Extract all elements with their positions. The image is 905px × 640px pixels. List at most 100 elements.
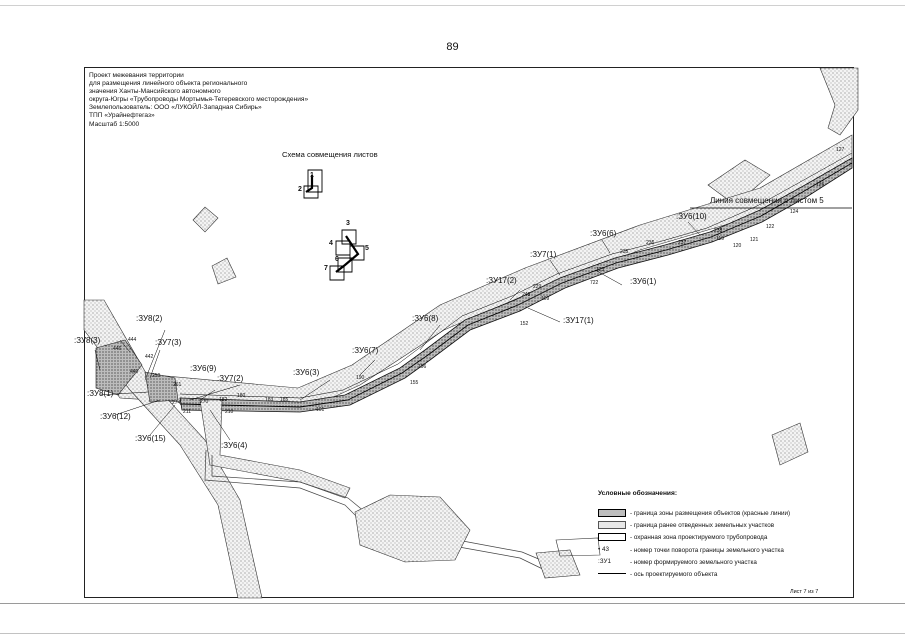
point-label: 120 (733, 243, 742, 249)
legend-item: - граница зоны размещения объектов (крас… (598, 508, 790, 518)
design-zone (179, 157, 853, 413)
legend-symbol-parcel-id: :ЗУ1 (598, 558, 611, 565)
isolated-parcel-3 (771, 422, 809, 466)
scan-artifact (0, 633, 905, 634)
parcel-label: :ЗУ17(1) (563, 316, 594, 325)
legend-text: - охранная зона проектируемого трубопров… (630, 533, 768, 541)
point-label: 259 (152, 373, 161, 379)
point-label: 185 (280, 397, 289, 403)
point-label: 190 (356, 375, 365, 381)
point-label: 152 (520, 321, 529, 327)
parcel-label: :ЗУ6(9) (190, 364, 217, 373)
legend-symbol-protection-zone (598, 533, 626, 541)
point-label: 101 (316, 407, 325, 413)
leader-lines (94, 221, 701, 441)
point-label: 229 (533, 284, 542, 290)
node-parcel-left (95, 339, 143, 396)
scheme-route (305, 175, 360, 273)
map-frame (84, 67, 854, 598)
road-lower-2 (211, 455, 561, 569)
header-line: для размещения линейного объекта региона… (89, 80, 248, 88)
scheme-sheet-7: 7 (324, 265, 328, 272)
isolated-parcel-2 (211, 257, 237, 285)
legend-title: Условные обозначения: (598, 490, 678, 497)
scan-artifact (0, 603, 905, 604)
parcel-label: :ЗУ7(3) (155, 338, 182, 347)
parcel-label: :ЗУ8(3) (74, 336, 101, 345)
parcel-label: :ЗУ6(1) (630, 277, 657, 286)
header-line: Масштаб 1:5000 (89, 120, 140, 128)
header-line: Проект межевания территории (89, 72, 184, 79)
point-label: 235 (620, 249, 629, 255)
point-label: 211 (183, 409, 191, 415)
legend-text: - граница ранее отведенных земельных уча… (630, 521, 775, 529)
scheme-sheet-1: 1 (310, 172, 314, 179)
legend-symbol-existing-parcels (598, 521, 626, 529)
map-header: Проект межевания территории для размещен… (89, 72, 308, 129)
protection-zone-outline (179, 152, 853, 399)
parcel-label: :ЗУ6(3) (293, 368, 320, 377)
node-parcel-center (144, 371, 179, 403)
point-label: 119 (716, 236, 724, 242)
point-label: 124 (790, 209, 799, 215)
parcel-label: :ЗУ6(8) (412, 314, 439, 323)
road-corridor-branch (199, 399, 351, 499)
point-label: 155 (410, 380, 419, 386)
point-label: 238 (714, 228, 723, 234)
point-label: 123 (596, 267, 605, 273)
legend: Условные обозначения: (598, 490, 677, 503)
scheme-sheet-2: 2 (298, 186, 302, 193)
legend-symbol-axis (598, 570, 626, 574)
parcel-label: :ЗУ6(7) (352, 346, 379, 355)
point-label: 442 (145, 354, 154, 360)
point-label: 210 (225, 409, 234, 415)
legend-symbol-point: • 43 (598, 546, 609, 553)
existing-corridor-top (819, 67, 859, 136)
scheme-sheet-4: 4 (329, 240, 333, 247)
point-label: 446 (113, 346, 122, 352)
header-line: Землепользователь: ООО «ЛУКОЙЛ-Западная … (89, 104, 262, 112)
point-label: 270 (200, 399, 209, 405)
parcel-label: :ЗУ6(4) (221, 441, 248, 450)
join-line-label: Линия совмещения с листом 5 (710, 196, 824, 205)
isolated-parcel-5 (535, 549, 581, 579)
parcel-label: :ЗУ6(10) (676, 212, 707, 221)
point-label: 237 (678, 240, 687, 246)
point-label: 183 (265, 397, 274, 403)
legend-text: - номер формируемого земельного участка (630, 558, 757, 566)
point-label: 261 (173, 382, 182, 388)
point-label: 196 (418, 364, 427, 370)
isolated-parcel-4 (354, 494, 471, 563)
parcel-label: :ЗУ7(1) (530, 250, 557, 259)
parcel-label: :ЗУ6(15) (135, 434, 166, 443)
header-line: значения Ханты-Мансийского автономного (89, 88, 221, 96)
pipeline-axis (179, 162, 853, 408)
sheet-footer: Лист 7 из 7 (790, 589, 819, 595)
point-label: 180 (237, 393, 246, 399)
scheme-sheet-3: 3 (346, 220, 350, 227)
parcel-label: :ЗУ7(2) (217, 374, 244, 383)
scheme-sheets (303, 169, 365, 281)
page-number: 89 (446, 41, 459, 53)
legend-item: • 43 - номер точки поворота границы земе… (598, 545, 784, 555)
parcel-label: :ЗУ17(2) (486, 276, 517, 285)
parcel-label: :ЗУ8(1) (87, 389, 114, 398)
point-label: 722 (590, 280, 599, 286)
point-label: 121 (750, 237, 759, 243)
point-label: 236 (646, 240, 655, 246)
isolated-parcel-1 (192, 206, 219, 233)
scheme-sheet-5: 5 (365, 245, 369, 252)
point-label: 444 (128, 337, 137, 343)
point-label: 274 (172, 400, 181, 406)
parcel-label: :ЗУ6(12) (100, 412, 131, 421)
header-line: ТПП «Урайнефтегаз» (89, 112, 155, 120)
point-label: 440 (130, 369, 139, 375)
parcel-label: :ЗУ8(2) (136, 314, 163, 323)
point-label: 126 (816, 182, 825, 188)
road-lower (204, 449, 556, 576)
legend-item: - ось проектируемого объекта (598, 569, 717, 579)
legend-symbol-red-lines (598, 509, 626, 517)
header-line: округа-Югры «Трубопроводы Мортымья-Тетер… (89, 96, 309, 104)
isolated-parcel-6 (555, 537, 601, 557)
